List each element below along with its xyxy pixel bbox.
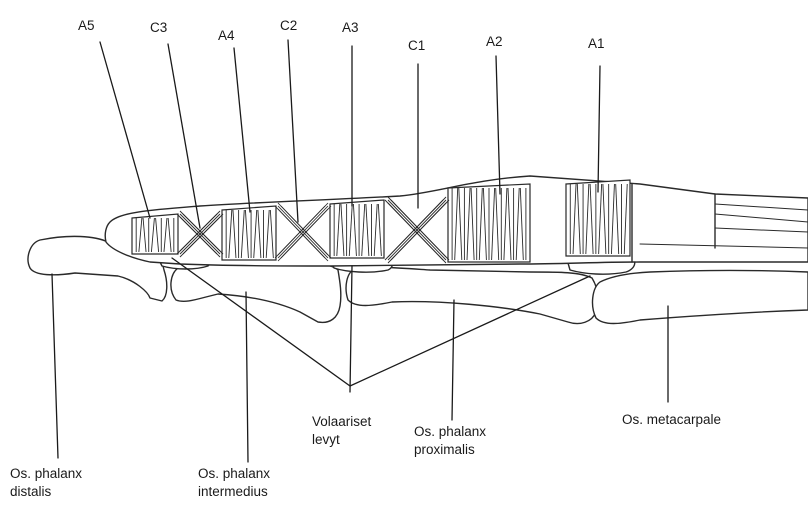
leader-a1 bbox=[598, 66, 600, 192]
pulley-a3 bbox=[330, 200, 384, 258]
label-a5: A5 bbox=[78, 18, 95, 33]
label-phalanx-proximalis-1: Os. phalanx bbox=[414, 424, 486, 439]
label-c3: C3 bbox=[150, 20, 167, 35]
pulley-a2 bbox=[448, 184, 530, 262]
label-c1: C1 bbox=[408, 38, 425, 53]
leader-phalanx-proximalis bbox=[452, 300, 454, 420]
label-a3: A3 bbox=[342, 20, 359, 35]
label-phalanx-intermedius-2: intermedius bbox=[198, 484, 268, 499]
leader-a4 bbox=[234, 48, 250, 212]
leader-c3 bbox=[168, 44, 200, 228]
label-phalanx-distalis-2: distalis bbox=[10, 484, 52, 499]
leader-phalanx-distalis bbox=[52, 274, 58, 458]
label-phalanx-proximalis-2: proximalis bbox=[414, 442, 475, 457]
label-metacarpale: Os. metacarpale bbox=[622, 412, 721, 427]
pulley-a5 bbox=[132, 214, 178, 254]
leader-phalanx-intermedius bbox=[246, 292, 248, 462]
bone-phalanx-proximalis bbox=[346, 267, 598, 323]
leader-a5 bbox=[100, 42, 150, 218]
leader-c2 bbox=[288, 40, 298, 222]
label-phalanx-distalis-1: Os. phalanx bbox=[10, 466, 82, 481]
label-a1: A1 bbox=[588, 36, 605, 51]
label-volar-plates-2: levyt bbox=[312, 432, 340, 447]
label-phalanx-intermedius-1: Os. phalanx bbox=[198, 466, 270, 481]
bone-phalanx-intermedius bbox=[171, 262, 341, 322]
bone-metacarpale bbox=[593, 271, 808, 324]
label-a4: A4 bbox=[218, 28, 235, 43]
label-a2: A2 bbox=[486, 34, 503, 49]
label-c2: C2 bbox=[280, 18, 297, 33]
leader-a2 bbox=[496, 56, 500, 194]
pulley-a4 bbox=[222, 206, 276, 260]
label-volar-plates-1: Volaariset bbox=[312, 414, 372, 429]
